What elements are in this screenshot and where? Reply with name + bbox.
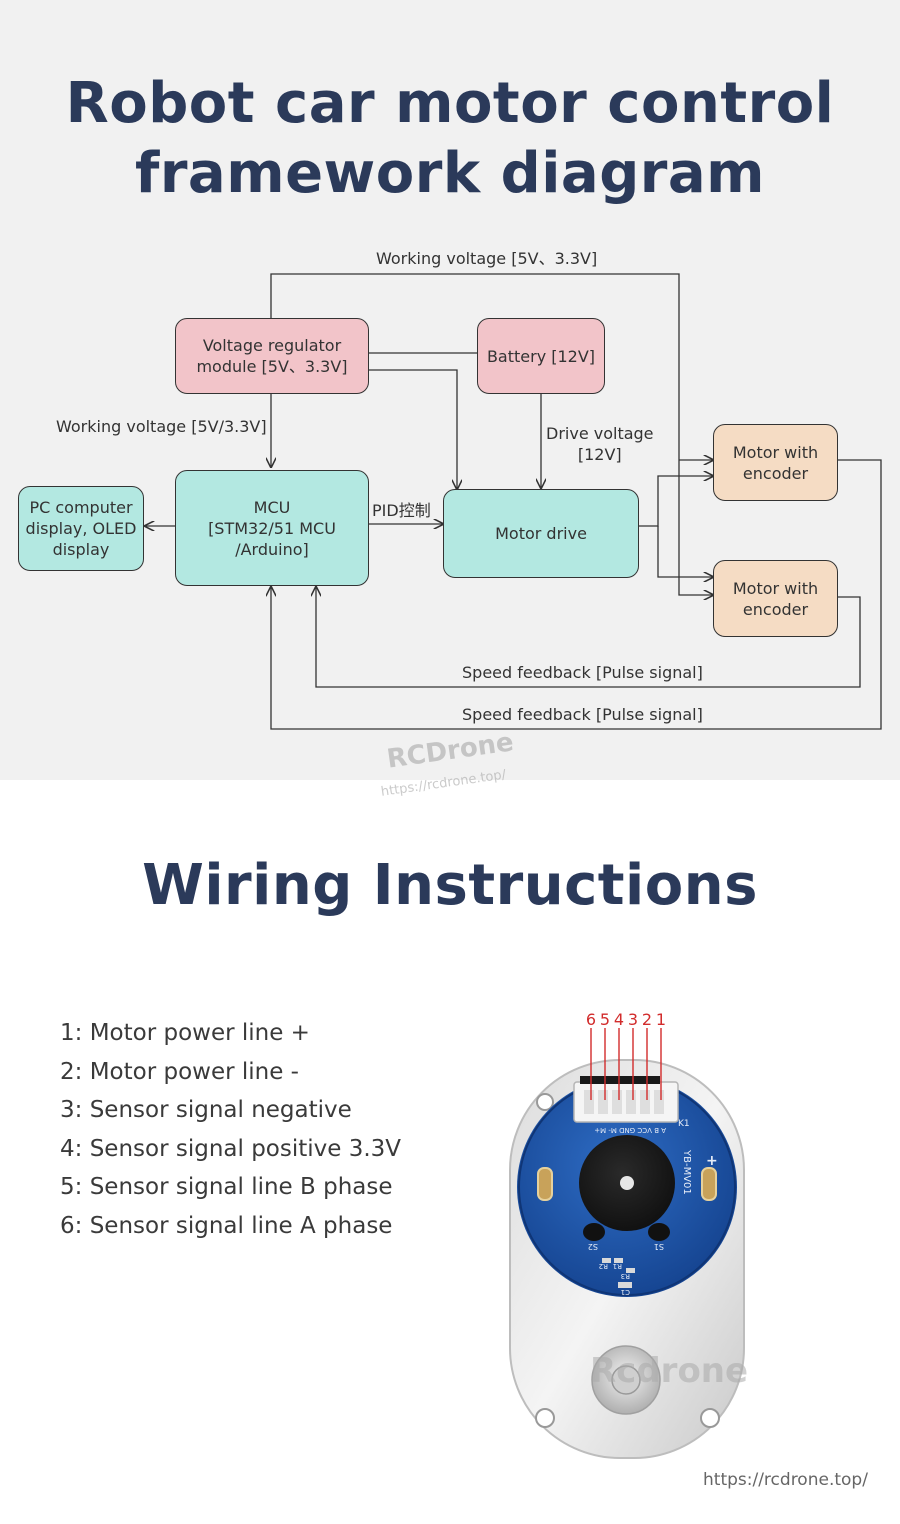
wiring-item-3: 3: Sensor signal negative bbox=[60, 1097, 352, 1123]
diagram-connectors bbox=[0, 273, 882, 730]
motor-shaft bbox=[591, 1345, 661, 1415]
wiring-item-1: 1: Motor power line + bbox=[60, 1020, 310, 1046]
board-connector-label: K1 bbox=[678, 1119, 690, 1129]
wiring-title: Wiring Instructions bbox=[142, 853, 758, 918]
label-working-voltage-mcu: Working voltage [5V/3.3V] bbox=[56, 417, 267, 436]
motor-encoder-node-2: Motor with encoder bbox=[713, 560, 838, 637]
motor-encoder-node-1: Motor with encoder bbox=[713, 424, 838, 501]
label-pid-control: PID控制 bbox=[372, 501, 431, 520]
label-speed-feedback-1: Speed feedback [Pulse signal] bbox=[462, 663, 703, 682]
label-drive-voltage: Drive voltage [12V] bbox=[546, 424, 654, 464]
board-plus-mark: + bbox=[706, 1153, 718, 1169]
board-c1-label: C1 bbox=[621, 1288, 630, 1296]
pin-number-2: 2 bbox=[642, 1010, 652, 1029]
board-s1-label: S1 bbox=[654, 1242, 664, 1251]
pin-number-1: 1 bbox=[656, 1010, 666, 1029]
board-pin-labels: A B VCC GND M- M+ bbox=[594, 1126, 666, 1134]
pc-display-node: PC computer display, OLED display bbox=[18, 486, 144, 571]
encoder-pcb bbox=[517, 1077, 737, 1297]
pin-number-4: 4 bbox=[614, 1010, 624, 1029]
motor-drive-node: Motor drive bbox=[443, 489, 639, 578]
voltage-regulator-node: Voltage regulator module [5V、3.3V] bbox=[175, 318, 369, 394]
footer-url: https://rcdrone.top/ bbox=[703, 1470, 868, 1490]
wiring-section bbox=[0, 780, 900, 1524]
board-r1-label: R1 bbox=[613, 1262, 622, 1270]
label-speed-feedback-2: Speed feedback [Pulse signal] bbox=[462, 705, 703, 724]
board-model-label: YB-MV01 bbox=[681, 1149, 692, 1195]
board-r2-label: R2 bbox=[599, 1262, 608, 1270]
pin-number-3: 3 bbox=[628, 1010, 638, 1029]
photo-watermark: Rcdrone bbox=[590, 1351, 748, 1391]
six-pin-connector bbox=[573, 1076, 679, 1123]
wiring-item-5: 5: Sensor signal line B phase bbox=[60, 1174, 393, 1200]
board-r3-label: R3 bbox=[621, 1272, 630, 1280]
diagram-title-line-2: framework diagram bbox=[134, 141, 766, 206]
diagram-section bbox=[0, 0, 900, 780]
pin-number-6: 6 bbox=[586, 1010, 596, 1029]
mcu-node: MCU [STM32/51 MCU /Arduino] bbox=[175, 470, 369, 586]
wiring-item-6: 6: Sensor signal line A phase bbox=[60, 1212, 393, 1239]
wiring-item-4: 4: Sensor signal positive 3.3V bbox=[60, 1135, 402, 1162]
label-working-voltage-top: Working voltage [5V、3.3V] bbox=[376, 249, 598, 268]
battery-node: Battery [12V] bbox=[477, 318, 605, 394]
pin-indicator-lines bbox=[590, 1028, 662, 1100]
diagram-title-line-1: Robot car motor control bbox=[65, 71, 835, 136]
wiring-item-2: 2: Motor power line - bbox=[60, 1058, 299, 1085]
wiring-list: 1: Motor power line + 2: Motor power lin… bbox=[60, 1014, 401, 1245]
board-s2-label: S2 bbox=[588, 1242, 598, 1251]
pin-number-5: 5 bbox=[600, 1010, 610, 1029]
